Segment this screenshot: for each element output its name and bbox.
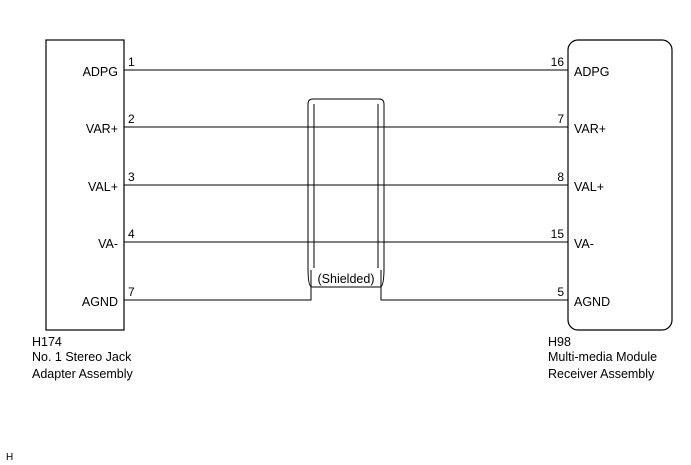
left-pin-number: 2 <box>128 112 135 126</box>
shield-outer-outline <box>307 98 385 268</box>
left-connector-box <box>45 39 125 331</box>
left-pin-number: 4 <box>128 227 135 241</box>
wire-line-agnd-right <box>380 270 568 301</box>
left-signal-label: ADPG <box>83 65 118 79</box>
right-pin-number: 5 <box>557 285 564 299</box>
right-signal-label: VAR+ <box>574 122 606 136</box>
left-pin-number: 3 <box>128 170 135 184</box>
shield-bottom-outline <box>307 267 385 288</box>
left-pin-number: 1 <box>128 55 135 69</box>
right-pin-number: 7 <box>557 112 564 126</box>
left-pin-number: 7 <box>128 285 135 299</box>
right-pin-number: 16 <box>551 55 565 69</box>
left-signal-label: VAL+ <box>88 180 118 194</box>
right-connector-code: H98 <box>548 335 571 349</box>
left-signal-label: VA- <box>98 237 118 251</box>
left-signal-label: VAR+ <box>86 122 118 136</box>
shield-group: (Shielded) <box>307 98 385 288</box>
right-signal-label: ADPG <box>574 65 609 79</box>
right-signal-label: VA- <box>574 237 594 251</box>
left-connector-name-line1: No. 1 Stereo Jack <box>32 350 132 364</box>
shield-label: (Shielded) <box>318 272 375 286</box>
right-connector-name-line2: Receiver Assembly <box>548 367 655 381</box>
left-signal-label: AGND <box>82 295 118 309</box>
right-pin-number: 15 <box>551 227 565 241</box>
right-pin-number: 8 <box>557 170 564 184</box>
wire-line-agnd-left <box>124 270 312 301</box>
right-signal-label: VAL+ <box>574 180 604 194</box>
left-connector-code: H174 <box>32 335 62 349</box>
footer-mark: H <box>6 452 13 463</box>
right-connector-name-line1: Multi-media Module <box>548 350 657 364</box>
right-signal-label: AGND <box>574 295 610 309</box>
left-connector-name-line2: Adapter Assembly <box>32 367 133 381</box>
